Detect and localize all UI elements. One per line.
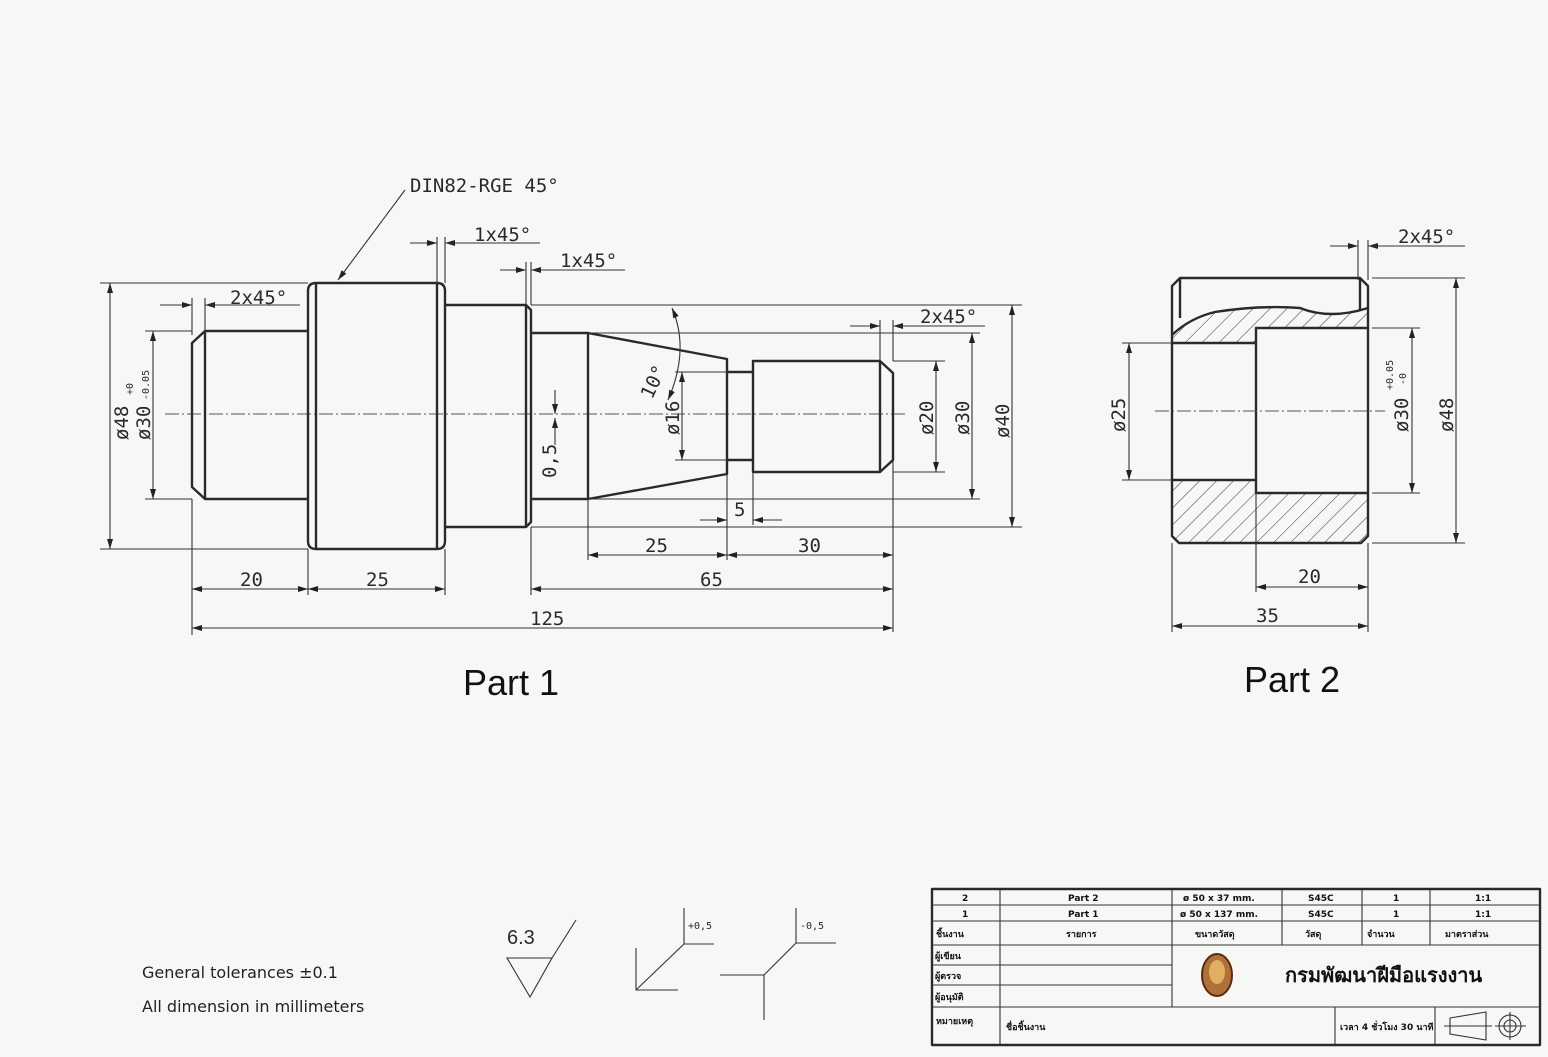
- din-callout: DIN82-RGE 45°: [410, 175, 559, 197]
- title_block-rows-1-scale: 1:1: [1475, 910, 1491, 920]
- plus-allowance-label: +0,5: [688, 921, 712, 932]
- title_block-rows-1-qty: 1: [1393, 910, 1399, 920]
- label-checker: ผู้ตรวจ: [935, 971, 961, 982]
- tolerance-upper: +0.05: [1385, 360, 1396, 390]
- title_block-rows-1-size: ø 50 x 137 mm.: [1180, 910, 1258, 920]
- dim-collar-length: 25: [366, 569, 389, 591]
- title_block-headers-material: วัสดุ: [1305, 929, 1322, 940]
- footer-time: เวลา 4 ชั่วโมง 30 นาที: [1340, 1020, 1434, 1033]
- organization-logo: [1201, 953, 1233, 997]
- title-row-part1: 1 Part 1 ø 50 x 137 mm. S45C 1 1:1: [962, 910, 1491, 920]
- surface-roughness-symbol: 6.3: [506, 919, 577, 999]
- title_block-rows-0-material: S45C: [1308, 894, 1334, 904]
- shaft-segment-dia20: [751, 359, 895, 474]
- tolerance-upper: +0: [125, 383, 136, 395]
- dim-dia48: ø48: [111, 406, 133, 440]
- title_block-rows-1-name: Part 1: [1068, 910, 1099, 920]
- organization-name: กรมพัฒนาฝีมือแรงงาน: [1285, 963, 1482, 987]
- dim-taper-length: 25: [645, 535, 668, 557]
- title_block-rows-1-no: 1: [962, 910, 968, 920]
- dim-total-length: 35: [1256, 605, 1279, 627]
- units-note: All dimension in millimeters: [142, 997, 364, 1016]
- title_block-rows-0-scale: 1:1: [1475, 894, 1491, 904]
- collar-dia48: [306, 281, 447, 551]
- title_block-headers-name: รายการ: [1066, 930, 1097, 940]
- part2-title: Part 2: [1244, 659, 1340, 700]
- title_block-rows-0-name: Part 2: [1068, 894, 1099, 904]
- chamfer-label: 1x45°: [474, 224, 531, 246]
- title_block-rows-0-no: 2: [962, 894, 968, 904]
- dim-dia30: ø30: [1391, 398, 1413, 432]
- title_block-rows-0-size: ø 50 x 37 mm.: [1183, 894, 1255, 904]
- dim-radial-step: 0,5: [539, 444, 561, 478]
- dim-dia30-right: ø30: [952, 401, 974, 435]
- dim-end-length: 30: [798, 535, 821, 557]
- bushing-outline: [1170, 276, 1370, 545]
- title-row-part2: 2 Part 2 ø 50 x 37 mm. S45C 1 1:1: [962, 894, 1491, 904]
- dim-dia16: ø16: [662, 401, 684, 435]
- tolerance-lower: -0.05: [141, 370, 152, 400]
- taper: [587, 331, 729, 501]
- chamfer-label: 2x45°: [1398, 226, 1455, 248]
- shaft-segment-dia30: [190, 329, 308, 501]
- dim-dia48: ø48: [1436, 398, 1458, 432]
- shaft-segment-dia40: [445, 303, 533, 529]
- label-drawer: ผู้เขียน: [935, 951, 962, 962]
- label-approver: ผู้อนุมัติ: [935, 992, 964, 1003]
- title_block-headers-qty: จำนวน: [1367, 929, 1396, 940]
- chamfer-label: 2x45°: [920, 306, 977, 328]
- dim-total-length: 125: [530, 608, 564, 630]
- chamfer-label: 2x45°: [230, 287, 287, 309]
- minus-allowance-label: -0,5: [800, 921, 824, 932]
- title_block-headers-no: ชิ้นงาน: [936, 927, 965, 940]
- title_block-headers-size: ขนาดวัสดุ: [1195, 929, 1235, 940]
- roughness-value: 6.3: [507, 927, 535, 949]
- title-header-row: ชิ้นงาน รายการ ขนาดวัสดุ วัสดุ จำนวน มาต…: [936, 927, 1489, 940]
- projection-symbol-icon: [1444, 1011, 1526, 1041]
- footer-label: หมายเหตุ: [936, 1017, 973, 1027]
- minus-allowance-symbol: -0,5: [720, 908, 836, 1020]
- part1-drawing: DIN82-RGE 45° 2x45° 1x45° 1x45° 2x45° 10…: [100, 175, 1022, 703]
- dim-65-length: 65: [700, 569, 723, 591]
- dim-dia40: ø40: [992, 404, 1014, 438]
- title_block-rows-1-material: S45C: [1308, 910, 1334, 920]
- dim-dia20: ø20: [916, 401, 938, 435]
- dim-bore-length: 20: [1298, 566, 1321, 588]
- chamfer-label: 1x45°: [560, 250, 617, 272]
- tolerance-lower: -0: [1398, 373, 1409, 385]
- dim-dia25: ø25: [1108, 398, 1130, 432]
- part1-title: Part 1: [463, 662, 559, 703]
- dim-first-length: 20: [240, 569, 263, 591]
- part2-drawing: 2x45° ø25 ø30 +0.05 -0 ø48 20 35 Part 2: [1108, 226, 1465, 700]
- general-tolerance-note: General tolerances ±0.1: [142, 963, 338, 982]
- taper-angle-label: 10°: [637, 362, 671, 402]
- dim-neck-length: 5: [734, 499, 745, 521]
- plus-allowance-symbol: +0,5: [635, 908, 714, 991]
- title_block-rows-0-qty: 1: [1393, 894, 1399, 904]
- footer-task: ชื่อชิ้นงาน: [1006, 1020, 1046, 1033]
- dim-dia30: ø30: [133, 406, 155, 440]
- title-block: 2 Part 2 ø 50 x 37 mm. S45C 1 1:1 1 Part…: [930, 887, 1542, 1047]
- title_block-headers-scale: มาตราส่วน: [1445, 929, 1489, 940]
